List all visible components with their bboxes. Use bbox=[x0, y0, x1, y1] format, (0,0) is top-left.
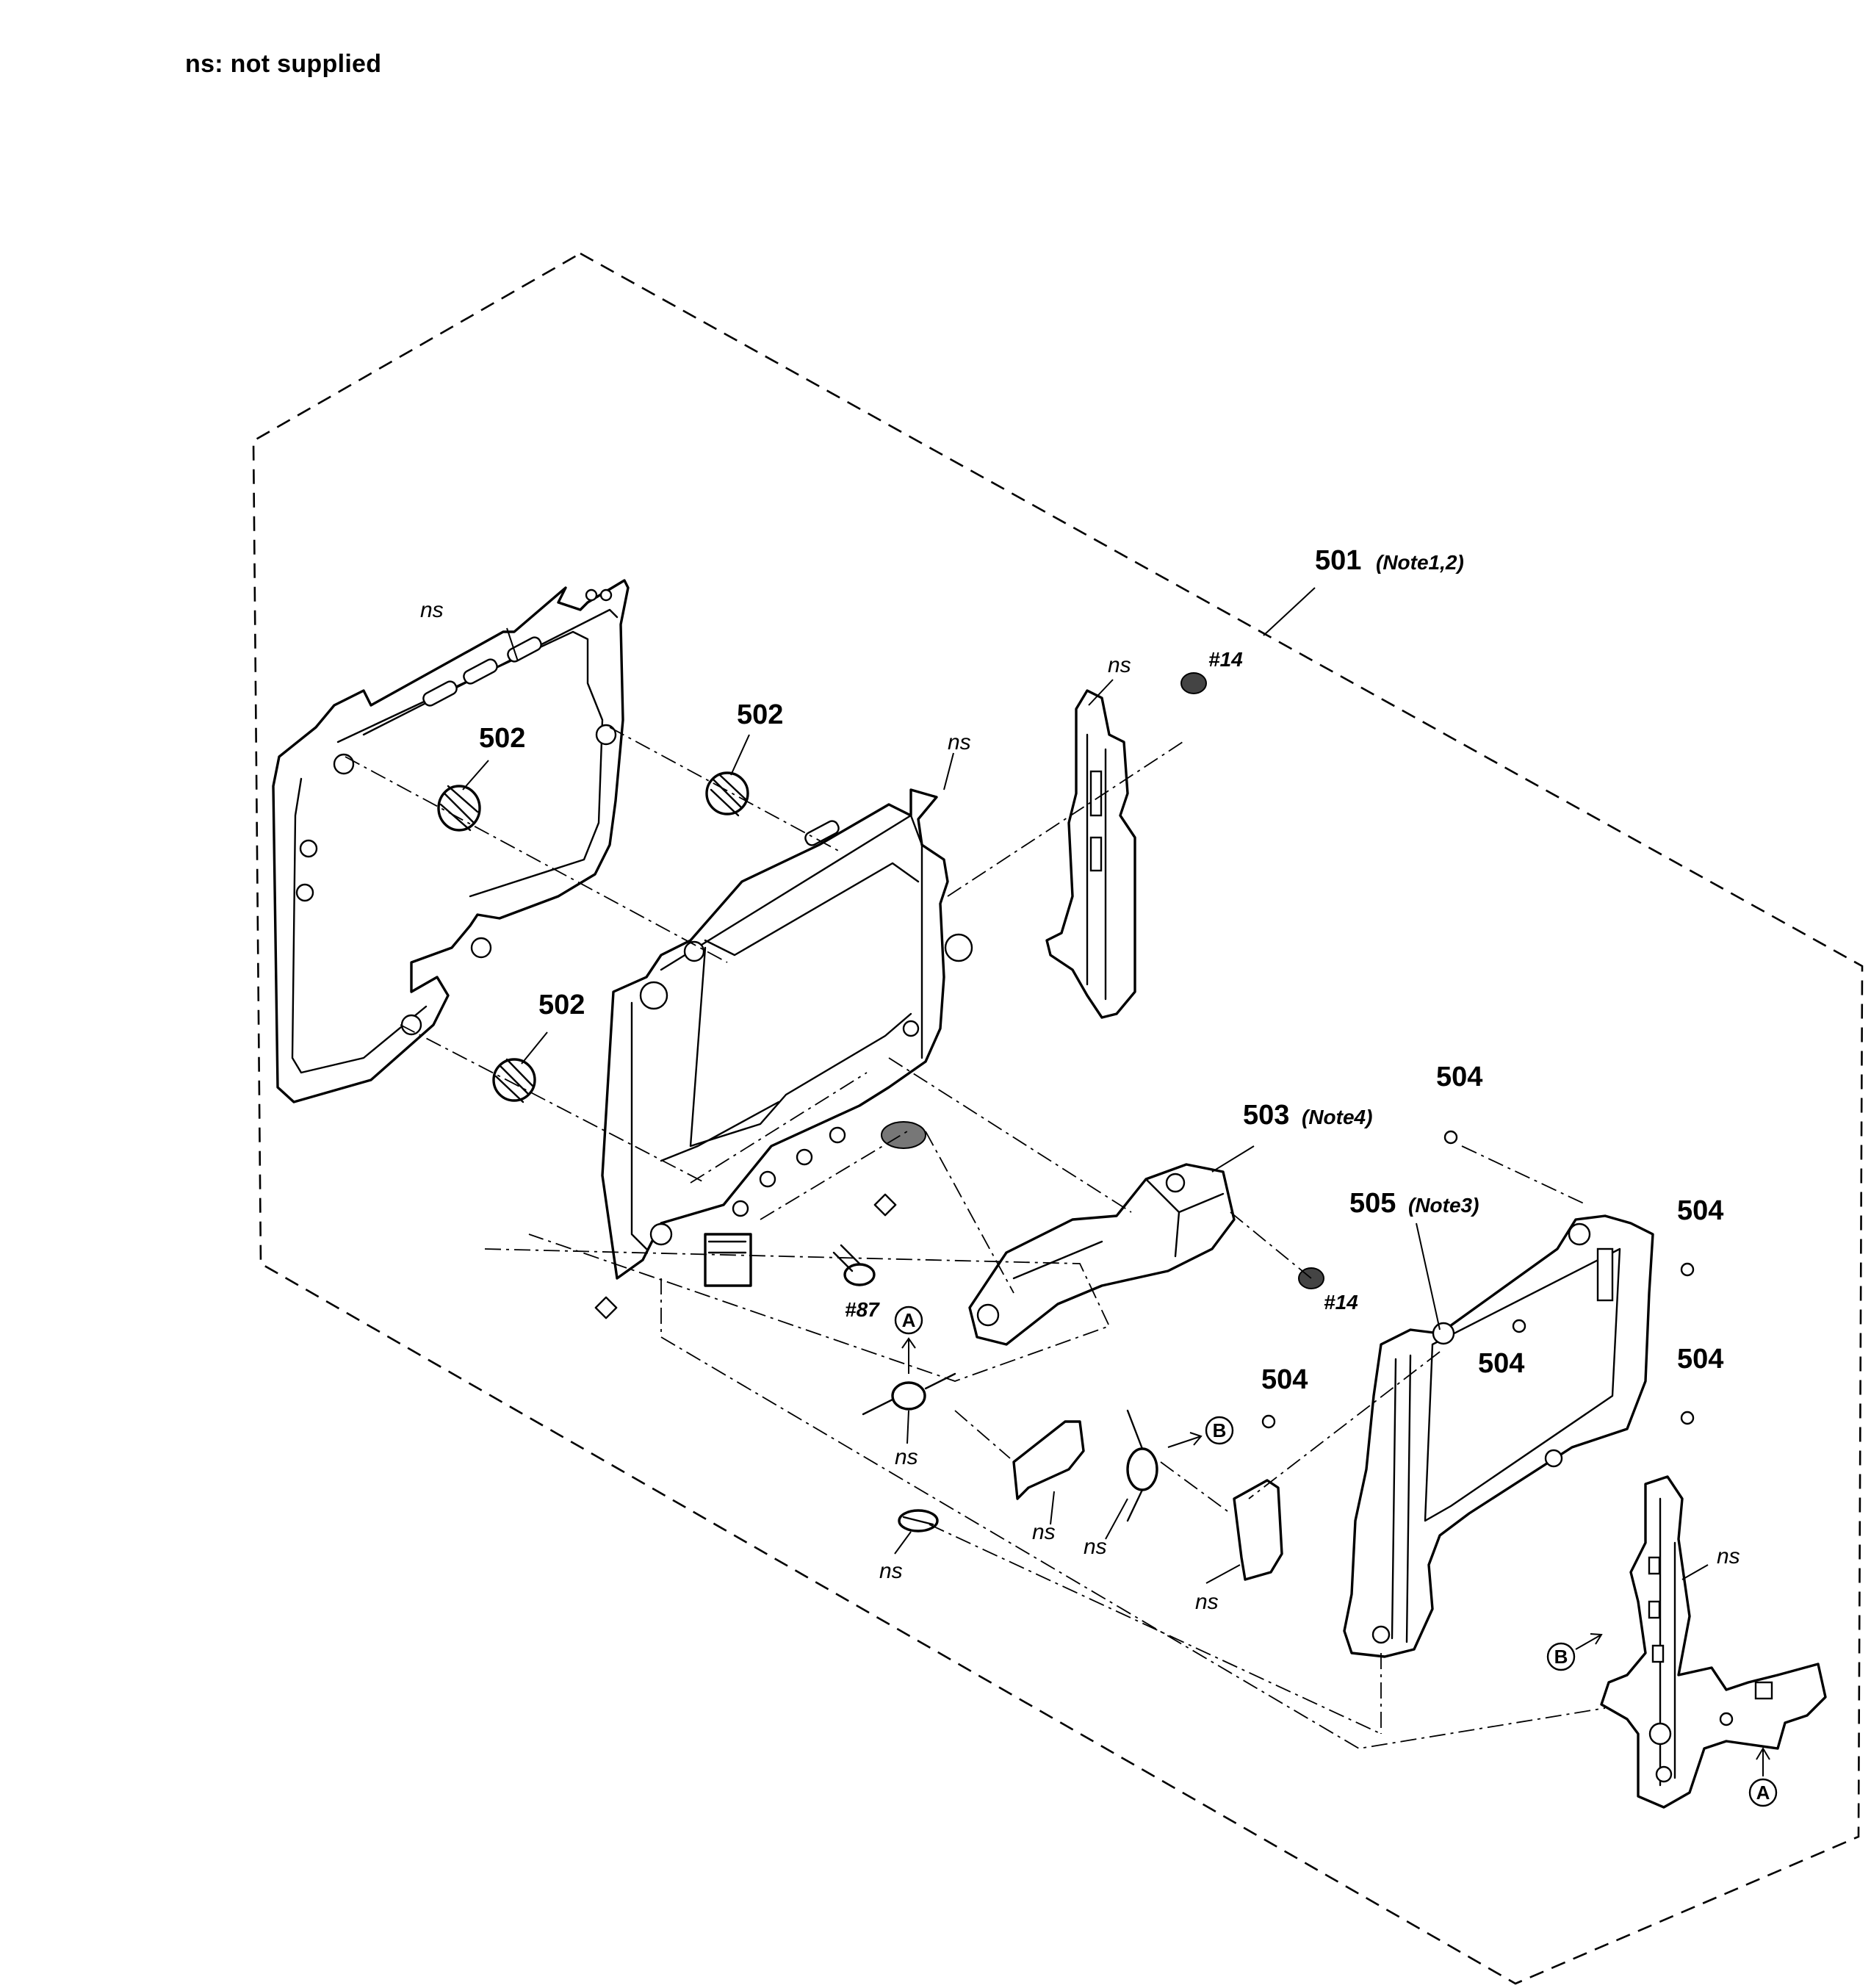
label-505: 505 bbox=[1349, 1188, 1396, 1219]
torsion-spring-a bbox=[862, 1372, 956, 1416]
washers-504 bbox=[1261, 1130, 1695, 1429]
legend-not-supplied: ns: not supplied bbox=[185, 50, 382, 78]
label-504-d: 504 bbox=[1677, 1344, 1723, 1375]
diamond-mark-left bbox=[594, 1296, 618, 1319]
label-ns-lever: ns bbox=[1032, 1520, 1056, 1544]
label-screw-14-top: #14 bbox=[1208, 648, 1243, 671]
spring-502-bottom bbox=[492, 1058, 536, 1103]
connector-b-left: B bbox=[1546, 1633, 1603, 1671]
label-502-left: 502 bbox=[479, 723, 525, 754]
label-ns-main-frame: ns bbox=[948, 730, 971, 754]
screw-14-top-part bbox=[1180, 672, 1207, 694]
label-ns-spring-a: ns bbox=[895, 1445, 918, 1469]
slider-plate-part bbox=[1233, 1479, 1283, 1581]
lower-bracket-part bbox=[1600, 1475, 1827, 1809]
label-ns-slider: ns bbox=[1195, 1590, 1219, 1614]
main-center-frame-part bbox=[601, 788, 973, 1287]
lever-plate-part bbox=[1012, 1420, 1085, 1500]
svg-text:A: A bbox=[902, 1309, 916, 1331]
frame-505-part bbox=[1343, 1214, 1654, 1658]
leader-lines bbox=[462, 587, 1709, 1584]
label-501: 501 bbox=[1315, 545, 1361, 576]
svg-text:B: B bbox=[1213, 1419, 1227, 1441]
assembly-boundary bbox=[252, 252, 1864, 1985]
assembly-lines bbox=[345, 727, 1606, 1749]
label-screw-14-bottom: #14 bbox=[1324, 1291, 1358, 1314]
label-503: 503 bbox=[1243, 1100, 1289, 1131]
label-502-bottom: 502 bbox=[538, 990, 585, 1020]
motor-unit-503-part bbox=[968, 1163, 1236, 1346]
screw-87-part bbox=[832, 1244, 876, 1286]
label-504-a: 504 bbox=[1436, 1062, 1482, 1092]
label-504-c: 504 bbox=[1478, 1348, 1524, 1379]
coil-spring-b bbox=[1126, 1409, 1158, 1522]
connector-a-bottom: A bbox=[1748, 1747, 1778, 1807]
connector-b-right: B bbox=[1167, 1416, 1234, 1448]
label-ns-bracket: ns bbox=[1108, 653, 1131, 677]
connector-a-top: A bbox=[894, 1305, 923, 1374]
label-ns-lower-bracket: ns bbox=[1717, 1544, 1740, 1569]
spring-502-top bbox=[705, 771, 749, 817]
label-ns-lower-spring: ns bbox=[879, 1559, 903, 1583]
label-504-e: 504 bbox=[1261, 1364, 1308, 1395]
label-504-b: 504 bbox=[1677, 1195, 1723, 1226]
label-ns-rear-frame: ns bbox=[420, 598, 444, 622]
label-501-note: (Note1,2) bbox=[1376, 551, 1464, 574]
label-505-note: (Note3) bbox=[1408, 1194, 1479, 1217]
svg-text:A: A bbox=[1756, 1782, 1770, 1804]
label-503-note: (Note4) bbox=[1302, 1106, 1372, 1128]
rear-frame-part bbox=[272, 579, 630, 1103]
spring-lower bbox=[898, 1509, 939, 1533]
label-ns-coil: ns bbox=[1084, 1535, 1107, 1559]
svg-text:B: B bbox=[1554, 1646, 1568, 1668]
diamond-mark-center bbox=[873, 1193, 897, 1217]
label-screw-87: #87 bbox=[845, 1298, 880, 1321]
spring-502-left bbox=[437, 785, 481, 832]
side-bracket-part bbox=[1045, 689, 1136, 1019]
label-502-top: 502 bbox=[737, 699, 783, 730]
